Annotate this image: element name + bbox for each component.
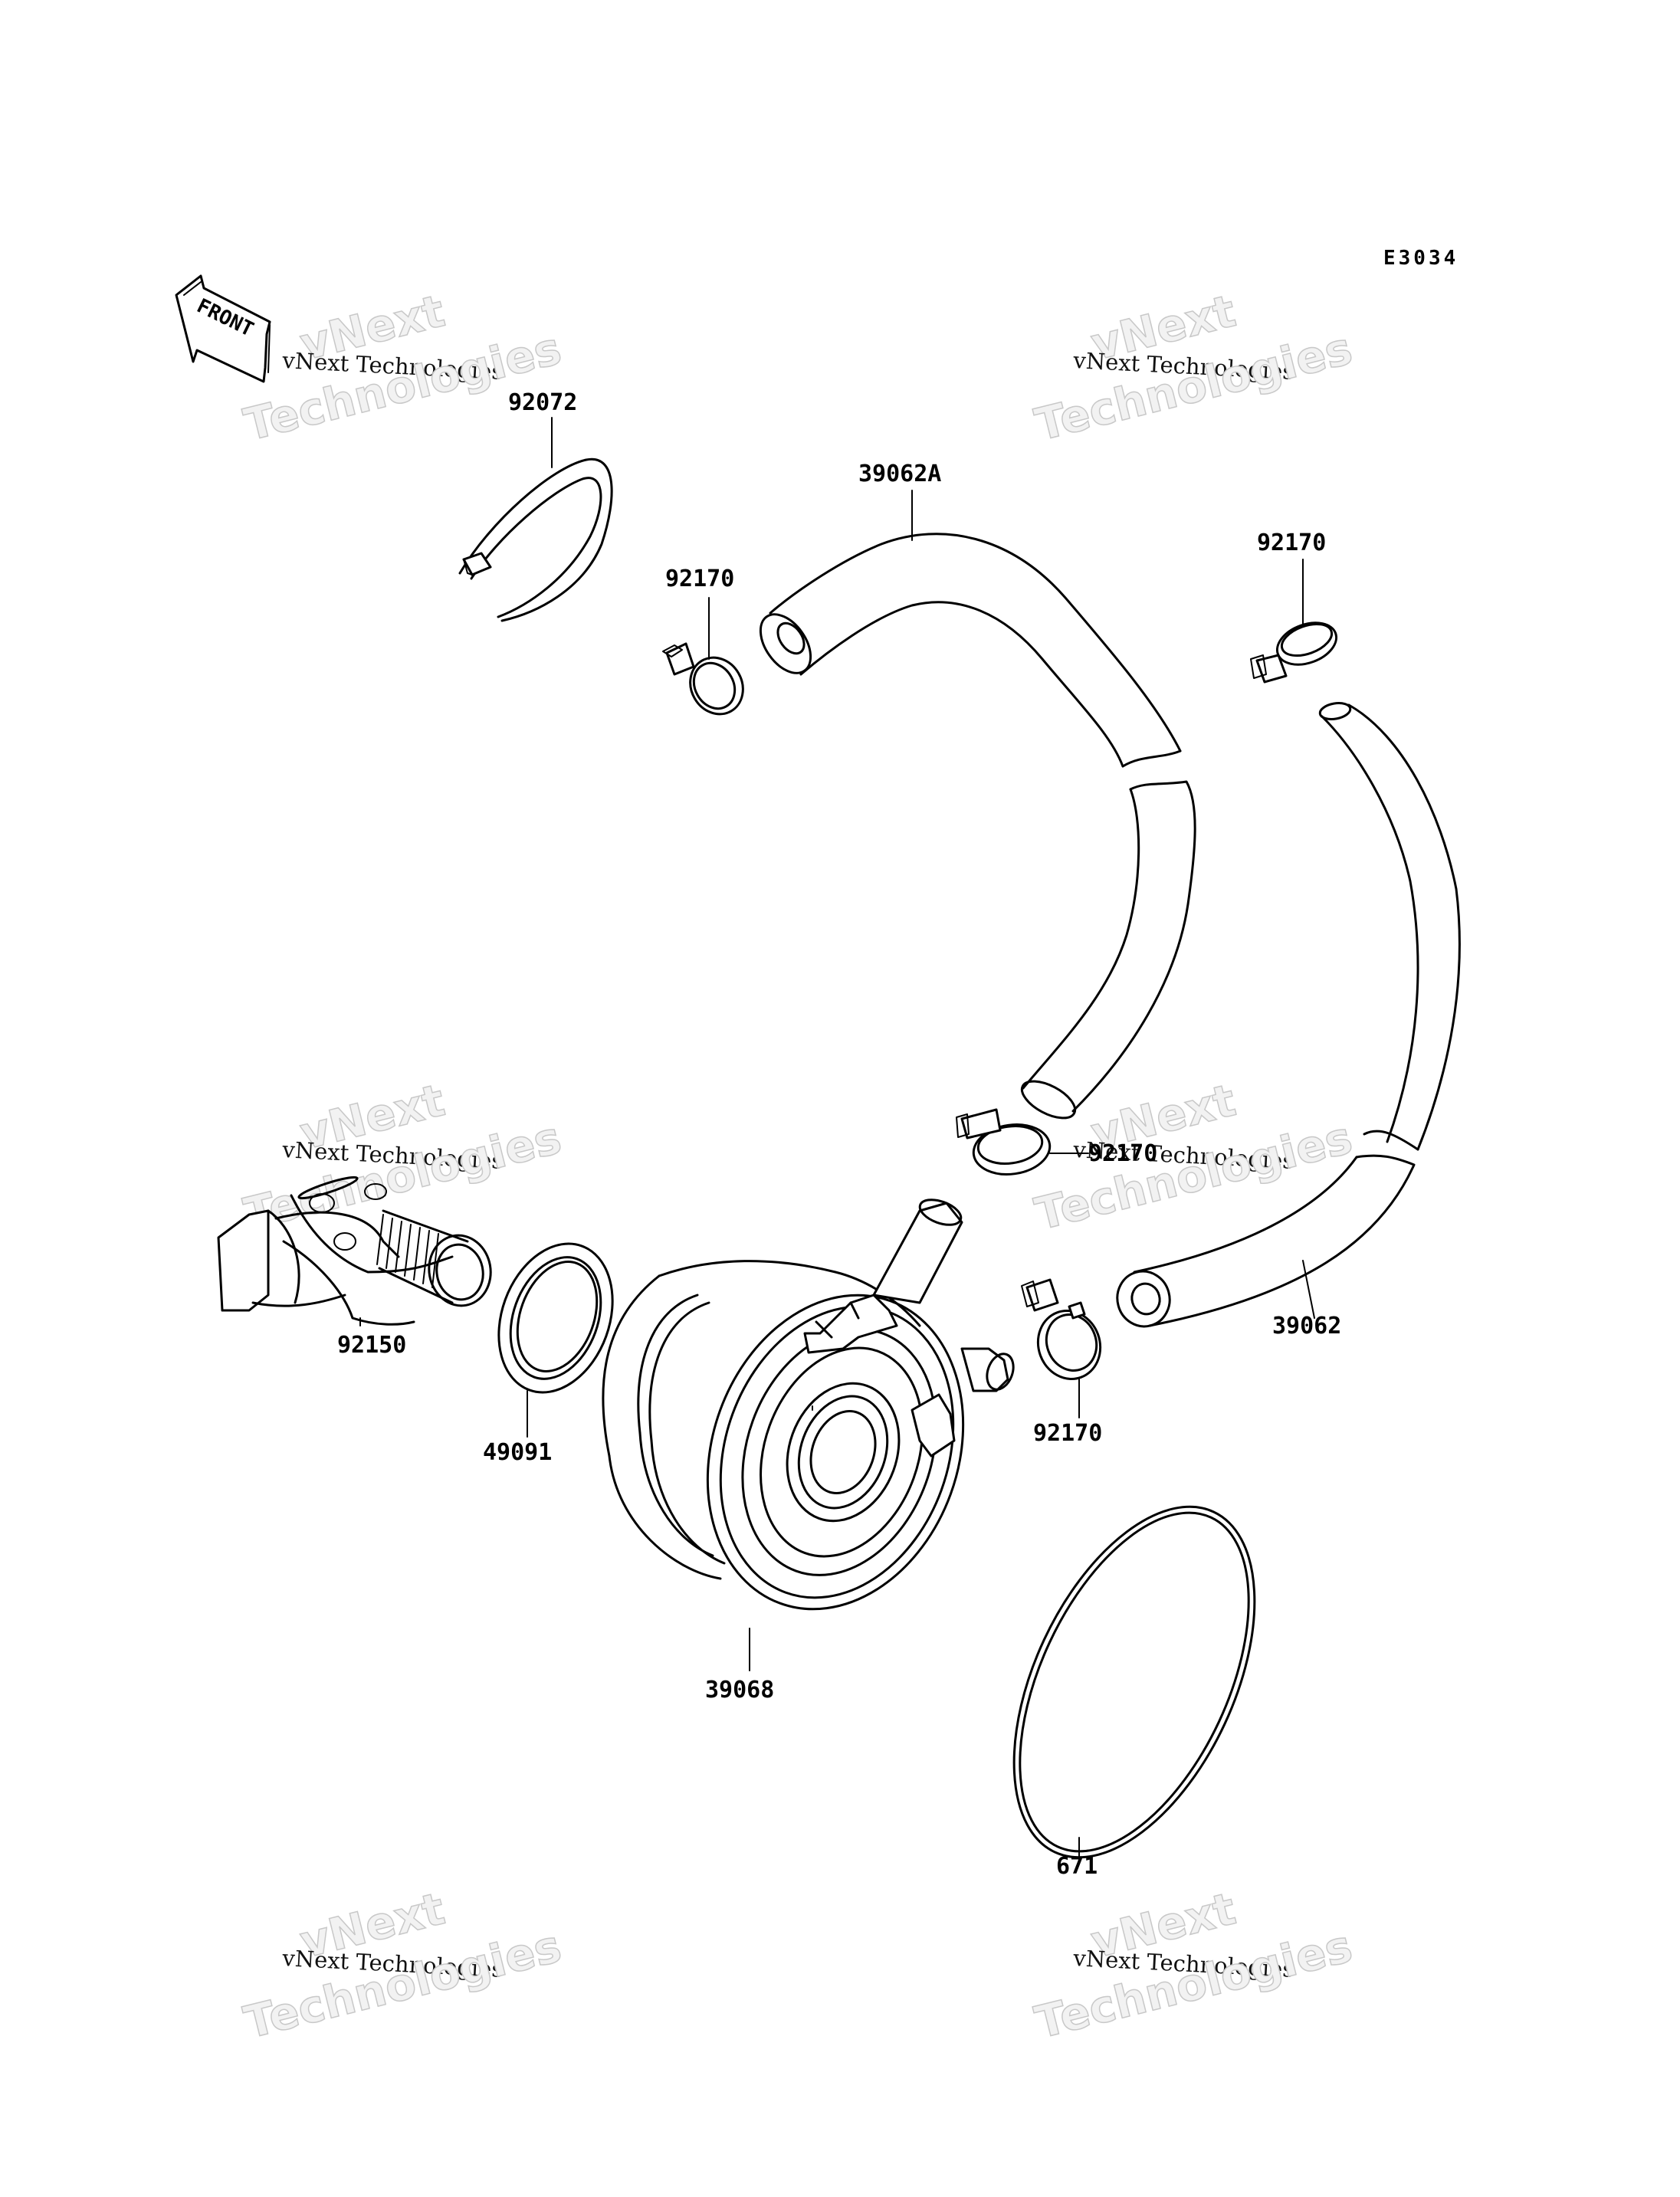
part-label-92170-a: 92170: [665, 566, 734, 592]
part-label-92150: 92150: [337, 1332, 406, 1359]
part-label-671: 671: [1056, 1853, 1098, 1880]
o-ring-part: 671: [1012, 1505, 1256, 1880]
oil-cooler-part: 39068: [602, 1199, 1015, 1703]
part-label-49091: 49091: [483, 1439, 552, 1466]
clamp-band-part: 92072: [458, 389, 613, 622]
diagram-code: E3034: [1383, 247, 1459, 270]
part-label-92170-c: 92170: [1088, 1140, 1157, 1167]
part-label-92170-d: 92170: [1033, 1420, 1102, 1447]
watermark-bottom-left: vNext vNext Technologies Technologies: [238, 1882, 566, 2050]
watermark-bottom-right: vNext vNext Technologies Technologies: [1029, 1882, 1357, 2050]
hose-clamp-top-left-part: 92170: [662, 566, 744, 716]
washer-part: 49091: [483, 1242, 614, 1466]
hose-39062-part: 39062: [1116, 702, 1461, 1340]
hose-clamp-lower-part: 92170: [1021, 1278, 1102, 1447]
watermark-top-left: vNext vNext Technologies Technologies: [238, 284, 566, 452]
hose-clamp-middle-part: 92170: [956, 1108, 1157, 1176]
watermark-mid-right: vNext vNext Technologies Technologies: [1029, 1074, 1357, 1241]
union-bolt-part: 92150: [217, 1176, 492, 1359]
part-label-92072: 92072: [508, 389, 577, 416]
front-arrow-icon: FRONT: [175, 274, 271, 383]
part-label-92170-b: 92170: [1257, 530, 1326, 556]
part-label-39062a: 39062A: [858, 461, 941, 487]
hose-39062a-part: 39062A: [759, 461, 1196, 1120]
hose-clamp-top-right-part: 92170: [1250, 530, 1338, 684]
part-label-39068: 39068: [705, 1677, 774, 1703]
part-label-39062: 39062: [1272, 1313, 1341, 1340]
watermark-top-right: vNext vNext Technologies Technologies: [1029, 284, 1357, 452]
